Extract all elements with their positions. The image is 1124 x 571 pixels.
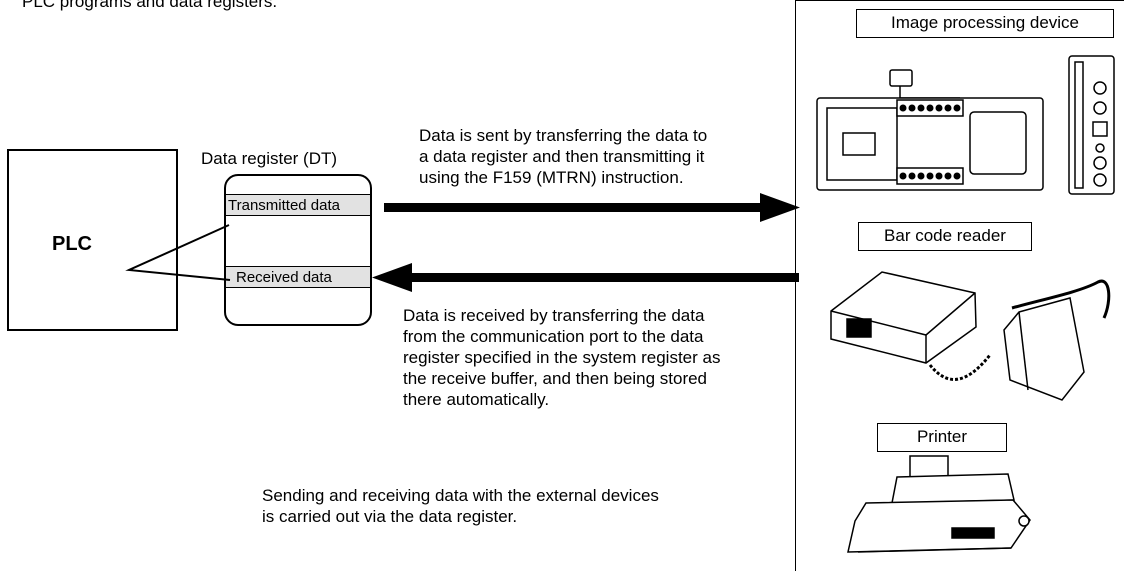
send-description: Data is sent by transferring the data to… bbox=[419, 125, 707, 188]
plc-label: PLC bbox=[52, 233, 92, 255]
receive-line: from the communication port to the data bbox=[403, 327, 704, 346]
note-line: is carried out via the data register. bbox=[262, 507, 518, 526]
send-line: using the F159 (MTRN) instruction. bbox=[419, 168, 684, 187]
bar-code-reader-illustration bbox=[830, 271, 1111, 401]
receive-arrow bbox=[372, 263, 799, 292]
image-processing-device-label: Image processing device bbox=[856, 9, 1114, 38]
data-register-title: Data register (DT) bbox=[201, 149, 338, 168]
receive-line: Data is received by transferring the dat… bbox=[403, 306, 705, 325]
send-arrow bbox=[384, 193, 800, 222]
top-caption: PLC programs and data registers. bbox=[22, 0, 278, 11]
note-line: Sending and receiving data with the exte… bbox=[262, 486, 659, 505]
plc-callout-line bbox=[125, 224, 231, 281]
send-line: a data register and then transmitting it bbox=[419, 147, 705, 166]
image-processing-device-illustration bbox=[816, 55, 1115, 195]
receive-description: Data is received by transferring the dat… bbox=[403, 305, 720, 410]
bar-code-reader-label: Bar code reader bbox=[858, 222, 1032, 251]
receive-line: there automatically. bbox=[403, 390, 550, 409]
external-devices-frame bbox=[795, 0, 1124, 571]
received-data-label: Received data bbox=[236, 269, 332, 286]
receive-line: register specified in the system registe… bbox=[403, 348, 721, 367]
received-data-band: Received data bbox=[226, 266, 370, 288]
bottom-note: Sending and receiving data with the exte… bbox=[262, 485, 659, 527]
transmitted-data-band: Transmitted data bbox=[226, 194, 370, 216]
printer-illustration bbox=[847, 455, 1031, 553]
data-register-box: Transmitted data Received data bbox=[224, 174, 372, 326]
receive-line: the receive buffer, and then being store… bbox=[403, 369, 708, 388]
transmitted-data-label: Transmitted data bbox=[228, 197, 340, 214]
plc-box bbox=[7, 149, 178, 331]
send-line: Data is sent by transferring the data to bbox=[419, 126, 708, 145]
printer-label: Printer bbox=[877, 423, 1007, 452]
